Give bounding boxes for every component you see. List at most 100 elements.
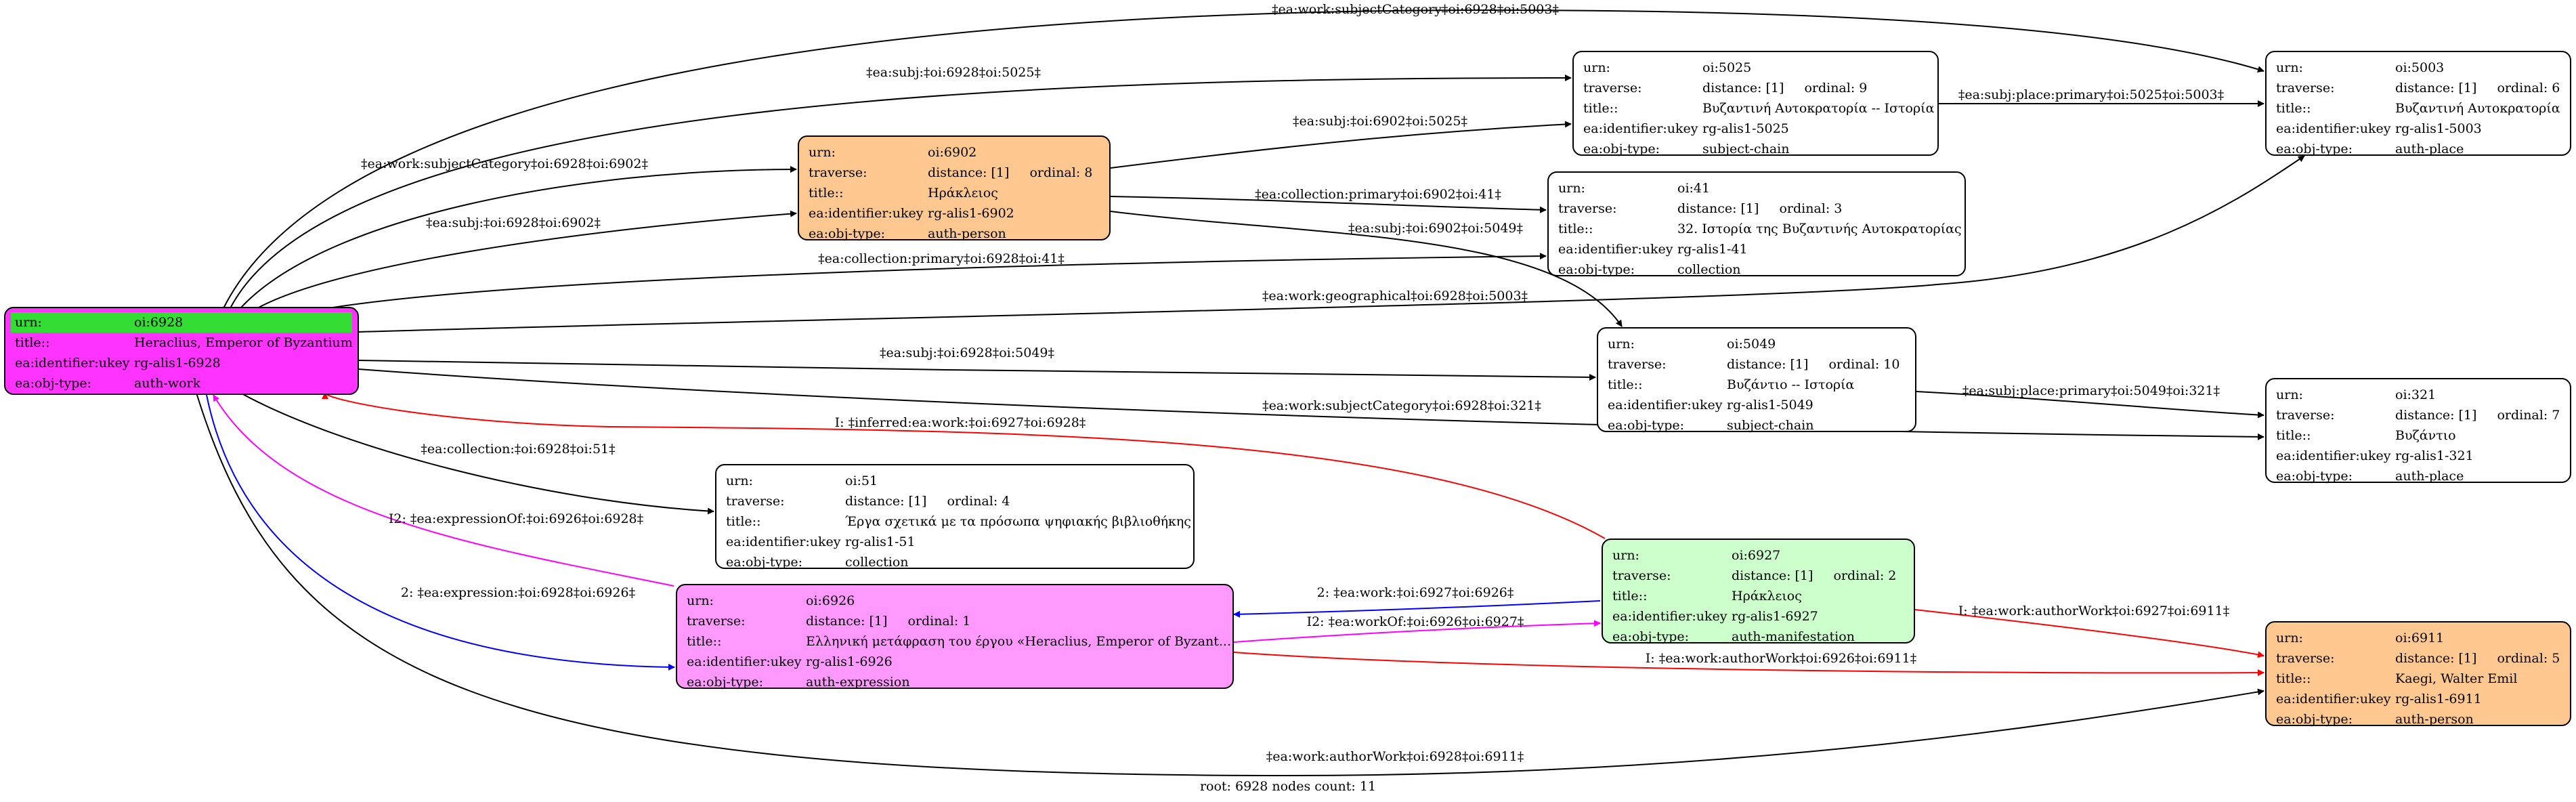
node-urn: oi:5025 [1702, 60, 1752, 75]
edge-6902-41 [1110, 196, 1547, 213]
node-type: auth-place [2395, 142, 2464, 156]
edge-6902-5025 [1110, 121, 1572, 169]
edge-6902-5049 [1110, 211, 1623, 327]
node-6926[interactable]: urn:oi:6926 traverse:distance: [1]ordina… [676, 584, 1234, 690]
edge-label-6926-6928: I2: ‡ea:expressionOf:‡oi:6926‡oi:6928‡ [389, 511, 643, 526]
node-title: Έργα σχετικά με τα πρόσωπα ψηφιακής βιβλ… [845, 514, 1191, 529]
edge-label-5025-5003: ‡ea:subj:place:primary‡oi:5025‡oi:5003‡ [1958, 87, 2224, 102]
edge-label-6927-6928: I: ‡inferred:ea:work:‡oi:6927‡oi:6928‡ [835, 415, 1086, 430]
node-urn: oi:6927 [1732, 548, 1781, 563]
node-traverse: distance: [1]ordinal: 5 [2395, 651, 2560, 666]
edge-6928-5025 [230, 75, 1572, 309]
node-ukey: rg-alis1-6926 [806, 654, 893, 669]
edge-label-6902-5049: ‡ea:subj:‡oi:6902‡oi:5049‡ [1348, 221, 1523, 236]
node-traverse: distance: [1]ordinal: 4 [845, 494, 1010, 509]
node-type: auth-expression [806, 675, 910, 690]
node-traverse: distance: [1]ordinal: 1 [806, 614, 971, 629]
edge-6927-6928-inferred [322, 392, 1606, 539]
edge-6928-51 [240, 392, 714, 515]
edge-6927-6926 [1233, 600, 1601, 618]
node-title: Βυζάντιο [2395, 428, 2456, 443]
node-ukey: rg-alis1-5003 [2395, 121, 2482, 136]
node-title: 32. Ιστορία της Βυζαντινής Αυτοκρατορίας [1677, 221, 1962, 236]
edge-label-6926-6911: I: ‡ea:work:authorWork‡oi:6926‡oi:6911‡ [1646, 651, 1916, 666]
node-urn: oi:51 [845, 473, 878, 488]
node-type: auth-work [134, 376, 201, 391]
graph-footer: root: 6928 nodes count: 11 [1199, 779, 1377, 794]
node-type: auth-person [2395, 712, 2474, 727]
node-root-6928[interactable]: urn:oi:6928 title::Heraclius, Emperor of… [4, 307, 359, 395]
node-6911[interactable]: urn:oi:6911 traverse:distance: [1]ordina… [2265, 621, 2571, 727]
edge-label-6928-6926: 2: ‡ea:expression:‡oi:6928‡oi:6926‡ [401, 585, 635, 600]
edge-label-6928-6911: ‡ea:work:authorWork‡oi:6928‡oi:6911‡ [1266, 749, 1524, 764]
edge-6928-41 [328, 253, 1547, 309]
node-type: subject-chain [1727, 418, 1814, 433]
node-urn: oi:321 [2395, 387, 2437, 402]
edge-label-5049-321: ‡ea:subj:place:primary‡oi:5049‡oi:321‡ [1962, 383, 2220, 398]
node-type: auth-manifestation [1732, 629, 1855, 644]
node-urn: oi:6926 [806, 593, 855, 608]
edge-6928-5003-geographical [358, 155, 2305, 333]
edge-label-6928-5049: ‡ea:subj:‡oi:6928‡oi:5049‡ [880, 345, 1054, 360]
node-title: Ηράκλειος [1732, 589, 1802, 604]
edge-label-6928-5003-geographical: ‡ea:work:geographical‡oi:6928‡oi:5003‡ [1262, 289, 1528, 303]
node-41[interactable]: urn:oi:41 traverse:distance: [1]ordinal:… [1547, 171, 1966, 277]
node-5025[interactable]: urn:oi:5025 traverse:distance: [1]ordina… [1572, 51, 1939, 156]
edge-label-6928-321: ‡ea:work:subjectCategory‡oi:6928‡oi:321‡ [1262, 398, 1541, 413]
node-title: Ηράκλειος [928, 186, 998, 200]
edge-label-6928-5003-subjectCategory: ‡ea:work:subjectCategory‡oi:6928‡oi:5003… [1272, 2, 1559, 17]
node-ukey: rg-alis1-51 [845, 534, 916, 549]
node-traverse: distance: [1]ordinal: 2 [1732, 568, 1897, 583]
node-urn: oi:6928 [134, 315, 184, 330]
edge-label-6928-51: ‡ea:collection:‡oi:6928‡oi:51‡ [421, 442, 615, 457]
node-ukey: rg-alis1-6911 [2395, 692, 2482, 706]
node-6927[interactable]: urn:oi:6927 traverse:distance: [1]ordina… [1602, 539, 1915, 644]
edge-6926-6911 [1233, 652, 2264, 677]
node-title: Βυζάντιο -- Ιστορία [1727, 377, 1855, 392]
node-urn: oi:41 [1677, 181, 1711, 196]
edge-5049-321 [1916, 391, 2264, 419]
edge-label-6927-6911: I: ‡ea:work:authorWork‡oi:6927‡oi:6911‡ [1958, 604, 2229, 618]
edge-label-6928-6902-subjectCategory: ‡ea:work:subjectCategory‡oi:6928‡oi:6902… [361, 156, 648, 171]
node-title: Kaegi, Walter Emil [2395, 671, 2518, 686]
node-type: auth-person [928, 226, 1006, 241]
edge-label-6902-5025: ‡ea:subj:‡oi:6902‡oi:5025‡ [1293, 114, 1467, 129]
node-5003[interactable]: urn:oi:5003 traverse:distance: [1]ordina… [2265, 51, 2571, 156]
node-ukey: rg-alis1-41 [1677, 242, 1748, 257]
edge-6927-6911 [1914, 609, 2264, 658]
node-type: collection [845, 555, 909, 570]
node-urn: oi:5003 [2395, 60, 2445, 75]
edge-6928-6902-subj [257, 210, 797, 309]
node-traverse: distance: [1]ordinal: 3 [1677, 201, 1843, 216]
edge-6926-6927 [1233, 620, 1601, 643]
node-6902[interactable]: urn:oi:6902 traverse:distance: [1]ordina… [798, 135, 1111, 241]
node-urn: oi:6902 [928, 145, 977, 160]
node-5049[interactable]: urn:oi:5049 traverse:distance: [1]ordina… [1597, 327, 1916, 433]
edge-6926-6928-expressionOf [213, 394, 674, 587]
edge-label-6927-6926: 2: ‡ea:work:‡oi:6927‡oi:6926‡ [1317, 585, 1514, 600]
edge-label-6926-6927: I2: ‡ea:workOf:‡oi:6926‡oi:6927‡ [1307, 614, 1524, 629]
node-urn: oi:6911 [2395, 631, 2445, 646]
edge-label-6928-5025: ‡ea:subj:‡oi:6928‡oi:5025‡ [866, 65, 1041, 80]
node-type: collection [1677, 262, 1741, 277]
node-ukey: rg-alis1-6927 [1732, 609, 1818, 624]
node-title: Ελληνική μετάφραση του έργου «Heraclius,… [806, 634, 1231, 649]
node-321[interactable]: urn:oi:321 traverse:distance: [1]ordinal… [2265, 378, 2571, 484]
node-urn: oi:5049 [1727, 337, 1776, 352]
node-traverse: distance: [1]ordinal: 9 [1702, 81, 1868, 96]
node-type: auth-place [2395, 469, 2464, 484]
node-traverse: distance: [1]ordinal: 8 [928, 165, 1093, 180]
edge-6928-6902-subjectCategory [240, 166, 797, 309]
node-51[interactable]: urn:oi:51 traverse:distance: [1]ordinal:… [715, 464, 1195, 570]
edge-6928-5003-subjectCategory [223, 9, 2264, 309]
node-ukey: rg-alis1-6902 [928, 206, 1014, 221]
edge-label-6928-6902-subj: ‡ea:subj:‡oi:6928‡oi:6902‡ [426, 215, 601, 230]
node-ukey: rg-alis1-5025 [1702, 121, 1789, 136]
node-title: Βυζαντινή Αυτοκρατορία [2395, 101, 2560, 116]
node-title: Heraclius, Emperor of Byzantium [134, 335, 353, 350]
edge-6928-5049 [358, 360, 1596, 381]
edge-label-6902-41: ‡ea:collection:primary‡oi:6902‡oi:41‡ [1255, 187, 1501, 202]
node-ukey: rg-alis1-6928 [134, 356, 221, 371]
node-traverse: distance: [1]ordinal: 6 [2395, 81, 2560, 96]
